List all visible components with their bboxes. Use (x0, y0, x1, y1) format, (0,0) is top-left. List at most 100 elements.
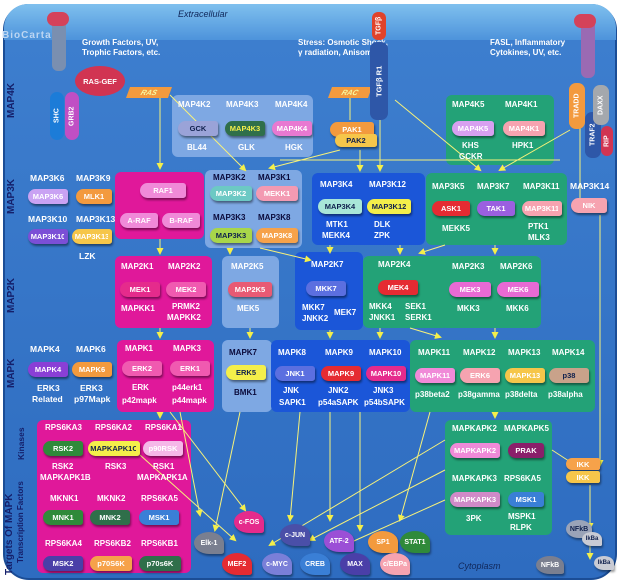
map4k5-pill: MAP4K5 (452, 121, 494, 136)
map4k4-label: MAP4K4 (275, 100, 308, 109)
cmyc-tf: c-MYC (262, 553, 292, 575)
mlk1-pill: MLK1 (76, 189, 112, 204)
p97mapk-label: p97Mapk (74, 394, 111, 404)
cfos-tf: c-FOS (234, 511, 264, 533)
rac-protein: RAC (327, 87, 373, 98)
max-tf: MAX (340, 553, 370, 575)
map3k3-label: MAP3K3 (213, 213, 246, 222)
line-jnk-cjun (286, 411, 301, 522)
map3k8-pill: MAP3K8 (256, 228, 298, 243)
tradd-protein: TRADD (569, 83, 585, 129)
nik-pill: NIK (571, 198, 607, 213)
map3k10-pill: MAP3K10 (28, 229, 68, 244)
line-erk5-mef2 (212, 411, 241, 532)
map4k4-pill: MAP4K4 (272, 121, 312, 136)
stimuli-fasl: FASL, Inflammatory Cytokines, UV, etc. (490, 38, 565, 58)
rps6kb2-label: RPS6KB2 (94, 539, 131, 548)
araf-pill: A-RAF (120, 213, 158, 228)
line-mek4-p38 (409, 327, 442, 339)
mapkapk5-label: MAPKAPK5 (504, 424, 549, 433)
sp1-tf: SP1 (368, 531, 398, 553)
rps6ka5-label-1: RPS6KA5 (141, 494, 178, 503)
rps6ka5-label-2: RPS6KA5 (504, 474, 541, 483)
mkk3-label: MKK3 (457, 304, 480, 313)
map3k2-label: MAP3K2 (213, 173, 246, 182)
mapkk1-label: MAPKK1 (121, 304, 155, 313)
rsk3-label: RSK3 (105, 462, 127, 471)
erk5-pill: ERK5 (226, 365, 266, 380)
p70s6k-pill: p70S6K (90, 556, 132, 571)
map2k5-label: MAP2K5 (231, 262, 264, 271)
mek6-pill: MEK6 (497, 282, 539, 297)
glk-label: GLK (238, 143, 255, 152)
stimuli-fasl-line-1: FASL, Inflammatory (490, 38, 566, 47)
ikba-cyto-1: IkBa (582, 532, 602, 546)
pathway-lines (139, 85, 604, 560)
map4k3-pill: MAP4K3 (225, 121, 265, 136)
mtk1-label: MTK1 (326, 220, 348, 229)
mapk11-pill: MAPK11 (415, 368, 455, 383)
erk-label: ERK (132, 383, 149, 392)
mapkapk3-label: MAPKAPK3 (452, 474, 497, 483)
mnk1-pill: MNK1 (43, 510, 83, 525)
map3k12-label: MAP3K12 (369, 180, 406, 189)
mapkapk1b-label: MAPKAPK1B (40, 473, 91, 482)
p38beta2-label: p38beta2 (415, 390, 450, 399)
map4k2-label: MAP4K2 (178, 100, 211, 109)
map3k7-label: MAP3K7 (477, 182, 510, 191)
p70s6k-lower-pill: p70s6K (139, 556, 181, 571)
khs-label: KHS (462, 141, 479, 150)
ask1-pill: ASK1 (432, 201, 470, 216)
receptor-growth-stalk (52, 15, 66, 71)
mkk6-label: MKK6 (506, 304, 529, 313)
ras-gef-protein: RAS-GEF (75, 66, 125, 96)
serk1-label: SERK1 (405, 313, 432, 322)
jnk3-label: JNK3 (373, 386, 394, 395)
grb2-protein: GRB2 (65, 92, 79, 140)
mekk5-label: MEKK5 (442, 224, 471, 233)
rps6ka4-label: RPS6KA4 (45, 539, 82, 548)
map3k11-label: MAP3K11 (523, 182, 560, 191)
mapk13-pill: MAPK13 (505, 368, 545, 383)
mek3-pill: MEK3 (449, 282, 491, 297)
stimuli-growth-line-2: Trophic Factors, etc. (82, 48, 161, 57)
line-ask1-mek4 (418, 244, 446, 255)
map3k8-label: MAP3K8 (258, 213, 291, 222)
mnk2-pill: MNK2 (90, 510, 130, 525)
mapk8-label: MAPK8 (278, 348, 307, 357)
map3k11-pill: MAP3K11 (522, 201, 562, 216)
erk3-label-1: ERK3 (37, 383, 60, 393)
mapk6-pill: MAPK6 (72, 362, 112, 377)
map4k3-label: MAP4K3 (226, 100, 259, 109)
msk2-pill: MSK2 (43, 556, 83, 571)
stimuli-growth: Growth Factors, UV, Trophic Factors, etc… (82, 38, 160, 58)
receptor-growth-head (47, 12, 69, 26)
mapk9-label: MAPK9 (325, 348, 354, 357)
erk-box (117, 340, 214, 412)
cjun-tf: c-JUN (280, 524, 310, 546)
rsk2-alias-label: RSK2 (52, 462, 74, 471)
tgfb-r1-receptor: TGFβ R1 (370, 42, 388, 120)
p44mapk-label: p44mapk (172, 396, 207, 405)
mapkapk-box (445, 420, 552, 535)
map2k7-label: MAP2K7 (311, 260, 344, 269)
mek2-pill: MEK2 (166, 282, 206, 297)
jnk2-label: JNK2 (328, 386, 349, 395)
mapk9-pill: MAPK9 (321, 366, 361, 381)
line-traf-ask1 (498, 129, 571, 171)
mapkapk1c-pill: MAPKAPK1C (88, 441, 140, 456)
mapk10-label: MAPK10 (369, 348, 402, 357)
stimuli-stress-line-2: γ radiation, Anisomycin (298, 48, 388, 57)
prmk2-label: PRMK2 (172, 302, 201, 311)
rsk2-pill: RSK2 (43, 441, 83, 456)
map3k1-label: MAP3K1 (258, 173, 291, 182)
tgfb-ligand: TGFβ (372, 12, 386, 40)
jnkk1-label: JNKK1 (369, 313, 396, 322)
mapk10-pill: MAPK10 (366, 366, 406, 381)
fas-receptor-head (574, 14, 596, 28)
mek5-label: MEK5 (237, 304, 260, 313)
mef2-tf: MEF2 (222, 553, 252, 575)
mapkapk2-pill: MAPKAPK2 (450, 443, 500, 458)
bl44-label: BL44 (187, 143, 207, 152)
